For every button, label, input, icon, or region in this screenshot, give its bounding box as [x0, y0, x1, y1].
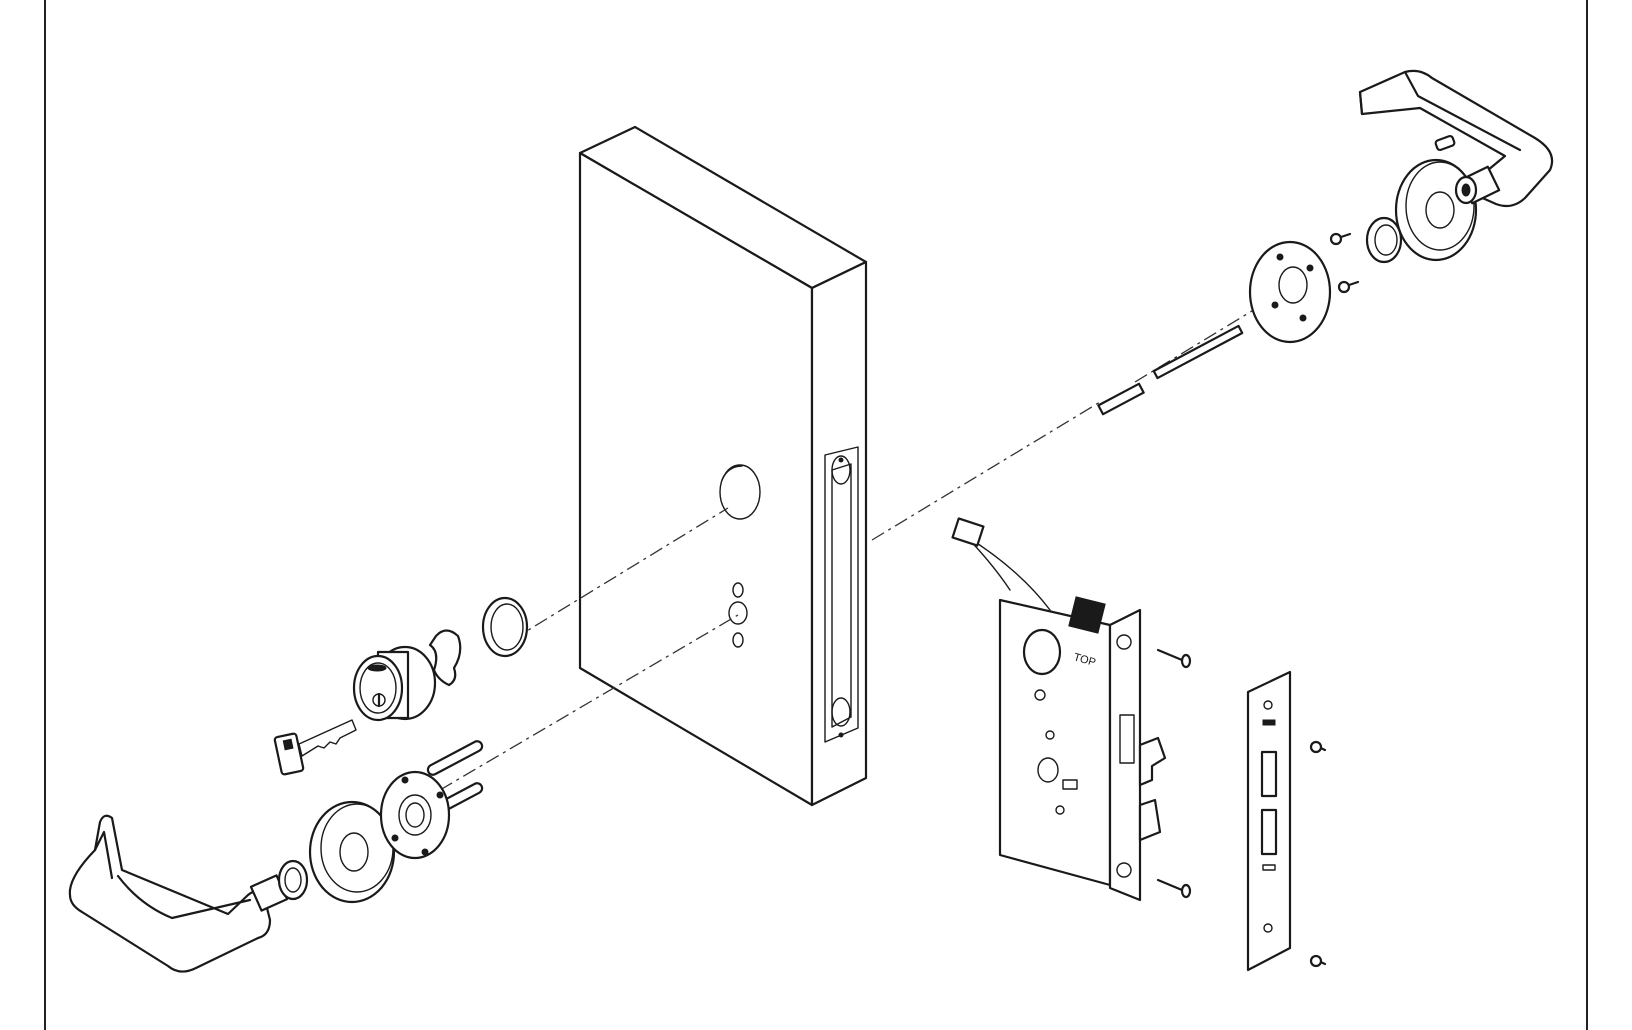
spindle-short — [1097, 382, 1145, 416]
cylinder-face — [352, 654, 404, 722]
through-bolt-upper — [426, 740, 484, 776]
mounting-plate-hole-1 — [1276, 253, 1284, 261]
mortise-screw-hole-3 — [1055, 805, 1065, 815]
inside-small-screws — [1329, 232, 1360, 294]
outside-lever-fold — [116, 874, 252, 920]
strike-latch-opening — [1260, 750, 1278, 798]
mortise-label-plate — [1062, 779, 1078, 790]
chassis-hub-inner — [405, 802, 425, 828]
inside-washer-outer — [1365, 216, 1403, 264]
outside-chassis — [379, 740, 484, 860]
outside-lever — [68, 814, 309, 973]
outside-rose — [308, 800, 396, 904]
inside-lever — [1358, 69, 1554, 208]
mortise-deadlatch — [1138, 798, 1162, 842]
inside-rose — [1394, 158, 1478, 262]
faceplate-screw-hole-bottom — [1116, 862, 1132, 878]
mortise-pocket-bottom-round — [831, 697, 851, 727]
chassis-screw-2 — [436, 791, 444, 799]
center-lines — [439, 299, 1271, 791]
inside-lever-end — [1358, 90, 1364, 116]
cylinder-bore-edge — [721, 465, 743, 481]
inside-rose-rim — [1405, 161, 1475, 251]
inside-washer — [1365, 216, 1403, 264]
outside-rose-hole — [339, 832, 369, 872]
mortise-harness-connector — [951, 517, 985, 547]
faceplate-screw-lower — [1156, 878, 1192, 899]
pocket-hole-bottom — [838, 732, 844, 738]
mortise-screw-hole-2 — [1045, 730, 1055, 740]
faceplate-screws — [1156, 648, 1192, 899]
key-bow-mark — [282, 738, 294, 751]
outside-lever-edge — [93, 830, 114, 880]
mortise-top-label: TOP — [1072, 651, 1097, 669]
cylinder-ring — [481, 596, 529, 658]
key-blade — [298, 719, 357, 757]
strike-plate — [1246, 670, 1292, 972]
outside-lever-washer — [277, 859, 309, 901]
inside-lever-set-screw — [1434, 134, 1456, 152]
mounting-plate-hole-3 — [1271, 301, 1279, 309]
cylinder-bore-hole — [719, 464, 761, 520]
door-slab — [578, 125, 868, 807]
inside-mounting-plate-hub — [1278, 266, 1308, 304]
cam-and-ring — [428, 596, 529, 687]
strike-screw-hole-bottom — [1263, 923, 1273, 933]
frame-right-border — [1586, 0, 1588, 1030]
mortise-cylinder — [352, 645, 437, 722]
mounting-screw-upper — [1329, 232, 1352, 246]
mounting-plate-hole-2 — [1306, 264, 1314, 272]
cylinder-cam — [428, 629, 462, 687]
inside-lever-collar-center — [1461, 183, 1471, 197]
spindle-hole — [728, 601, 748, 625]
mortise-cylinder-hub — [1022, 628, 1062, 676]
mortise-lever-hub — [1037, 757, 1059, 783]
strike-screws — [1309, 740, 1327, 968]
mounting-screw-lower — [1337, 280, 1360, 294]
inside-mounting-plate — [1248, 240, 1332, 344]
mortise-harness-block — [1068, 596, 1106, 634]
mortise-latch-slot — [1119, 714, 1135, 764]
strike-screw-hole-top — [1263, 700, 1273, 710]
mortise-pocket-top-round — [831, 455, 851, 485]
screw-hole-lower — [732, 632, 744, 648]
strike-logo — [1262, 719, 1276, 726]
mortise-pocket-inner — [831, 463, 852, 728]
spindle-assembly — [1097, 324, 1244, 416]
key-bow — [273, 732, 305, 776]
mounting-plate-hole-4 — [1299, 314, 1307, 322]
inside-lever-handle — [1358, 69, 1554, 208]
inside-washer-inner — [1374, 224, 1398, 256]
mortise-pocket — [824, 446, 859, 743]
mortise-screw-hole-1 — [1034, 689, 1046, 701]
chassis-hub — [398, 794, 432, 836]
cylinder-logo — [367, 664, 387, 672]
cylinder-face-ring — [359, 662, 397, 714]
inside-rose-hole — [1425, 191, 1455, 229]
strike-screw-lower — [1309, 954, 1327, 968]
cylinder-ring-inner — [490, 603, 524, 651]
pocket-hole-top — [838, 457, 844, 463]
outside-lever-washer-inner — [284, 867, 302, 893]
chassis-screw-3 — [391, 834, 399, 842]
spindle-long — [1152, 324, 1244, 380]
key — [273, 719, 357, 776]
mortise-latchbolt — [1138, 736, 1167, 787]
frame-left-border — [44, 0, 46, 1030]
chassis-screw-1 — [401, 776, 409, 784]
spindle-axis-line — [439, 614, 739, 791]
mortise-lock-body: TOP — [951, 517, 1167, 902]
cylinder-axis-line — [511, 507, 729, 641]
strike-lip-mark — [1262, 864, 1276, 871]
chassis-screw-4 — [421, 848, 429, 856]
screw-hole-upper — [732, 582, 744, 598]
faceplate-screw-hole-top — [1116, 634, 1132, 650]
mortise-axis-line-a — [871, 401, 1101, 541]
strike-deadlatch-opening — [1260, 808, 1278, 856]
faceplate-screw-upper — [1156, 648, 1192, 669]
inside-lever-fold — [1403, 70, 1522, 152]
strike-screw-upper — [1309, 740, 1327, 754]
